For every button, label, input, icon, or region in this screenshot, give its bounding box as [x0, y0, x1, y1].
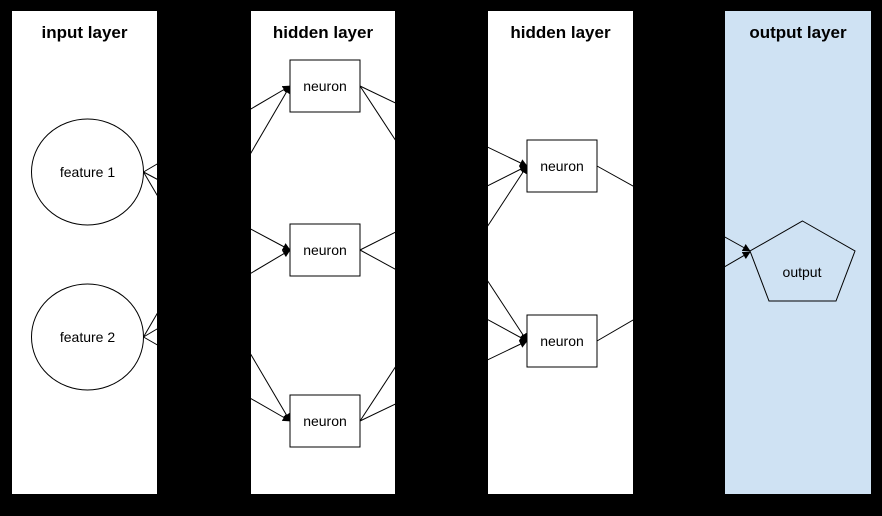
- edge-feature2-to-h1n3: [143, 336, 291, 422]
- hidden-layer-1-title: hidden layer: [273, 23, 374, 42]
- hidden1-neuron1-box: [289, 59, 361, 113]
- output-layer-title: output layer: [749, 23, 847, 42]
- edge-h2n1-to-output: [596, 165, 751, 252]
- input-layer-panel: [12, 11, 157, 494]
- edge-h1n2-to-h2n2: [359, 249, 528, 342]
- edge-h2n2-to-output: [596, 251, 751, 342]
- edge-h1n3-to-h2n2: [359, 340, 528, 422]
- edge-h1n3-to-h2n1: [359, 165, 528, 422]
- output-node: output: [749, 220, 856, 302]
- panel-hidden-layer-2: hidden layer: [488, 11, 633, 494]
- edges: [143, 85, 751, 422]
- edge-h1n1-to-h2n2: [359, 85, 528, 342]
- feature2-circle: [31, 283, 144, 391]
- edge-h1n1-to-h2n1: [359, 85, 528, 167]
- edge-feature1-to-h1n1: [143, 85, 291, 173]
- hidden-layer-2-nodes: neuron neuron: [526, 139, 598, 368]
- input-nodes: feature 1 feature 2: [31, 118, 144, 391]
- panel-input-layer: input layer: [12, 11, 157, 494]
- hidden2-neuron2-box: [526, 314, 598, 368]
- edge-feature2-to-h1n2: [143, 249, 291, 338]
- hidden1-neuron2-box: [289, 223, 361, 277]
- output-label: output: [783, 264, 822, 280]
- hidden-layer-1-nodes: neuron neuron neuron: [289, 59, 361, 448]
- hidden1-neuron3-box: [289, 394, 361, 448]
- hidden1-neuron3-label: neuron: [303, 413, 347, 429]
- hidden-layer-2-panel: [488, 11, 633, 494]
- hidden2-neuron2-label: neuron: [540, 333, 584, 349]
- input-layer-title: input layer: [42, 23, 128, 42]
- output-pentagon: [749, 220, 856, 302]
- edge-feature2-to-h1n1: [143, 85, 291, 338]
- edge-feature1-to-h1n3: [143, 171, 291, 422]
- hidden-layer-2-title: hidden layer: [510, 23, 611, 42]
- feature2-label: feature 2: [60, 329, 115, 345]
- feature1-circle: [31, 118, 144, 226]
- edge-h1n2-to-h2n1: [359, 165, 528, 251]
- hidden1-neuron1-label: neuron: [303, 78, 347, 94]
- hidden2-neuron1-label: neuron: [540, 158, 584, 174]
- hidden2-neuron1-box: [526, 139, 598, 193]
- hidden1-neuron2-label: neuron: [303, 242, 347, 258]
- feature1-label: feature 1: [60, 164, 115, 180]
